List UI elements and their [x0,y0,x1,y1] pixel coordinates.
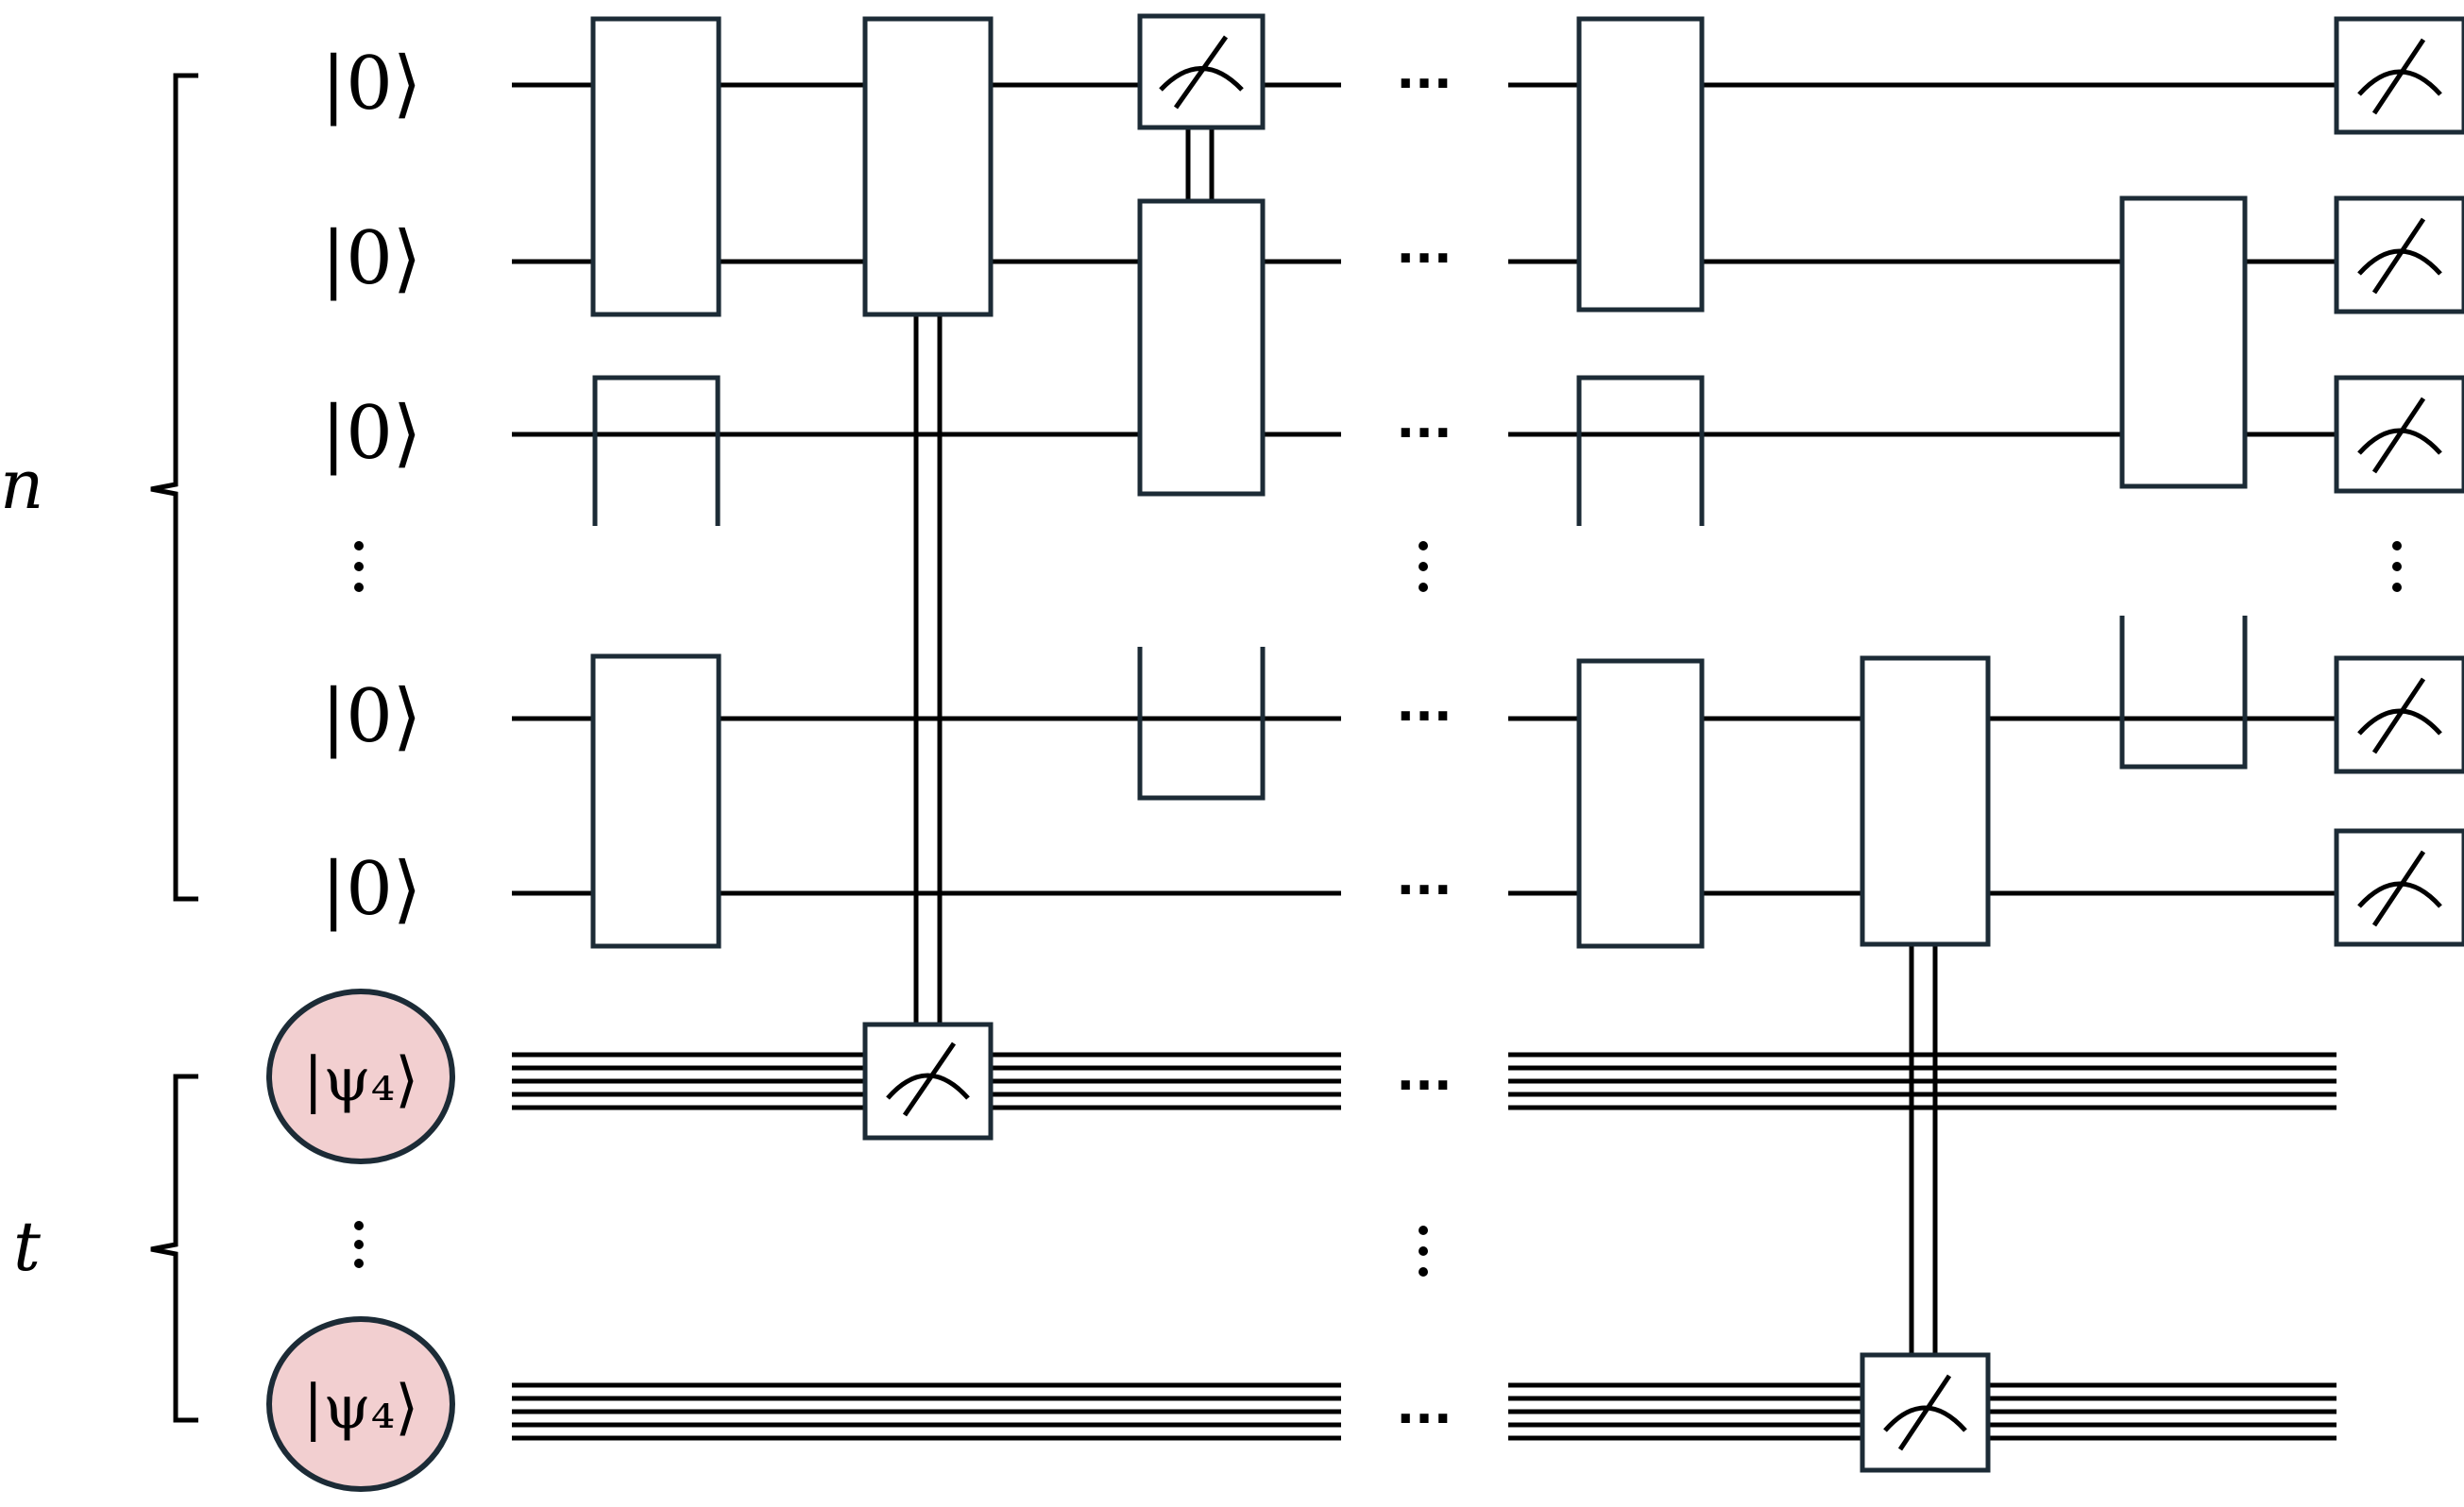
ellipsis-row-1: ··· [1396,56,1452,112]
vertical-ellipsis-mid-top [1419,541,1428,592]
ellipsis-row-6: ··· [1396,1058,1452,1114]
meter-icon [2357,217,2442,295]
classical-line-3 [1909,944,1938,1355]
ancilla-wires [512,82,2337,896]
meter-icon [2357,850,2442,927]
meter-final-row-2 [2334,195,2464,314]
ellipsis-row-4: ··· [1396,688,1452,745]
ancilla-label-5: |0⟩ [321,847,421,932]
ellipsis-row-5: ··· [1396,862,1452,919]
meter-icon [1883,1374,1967,1451]
meter-final-row-4 [2334,655,2464,774]
gate-two-qubit-top-4 [1576,16,1705,313]
register-t-label: t [13,1207,42,1286]
ancilla-label-2: |0⟩ [321,216,421,301]
ancilla-label-1: |0⟩ [321,42,421,127]
meter-final-row-3 [2334,375,2464,494]
meter-icon [2357,677,2442,754]
classical-line-1 [913,312,943,1024]
meter-resource-1 [862,1022,994,1141]
meter-icon [1159,35,1244,110]
resource-state-label: |ψ₄⟩ [303,1045,418,1115]
gate-two-qubit-top-2 [862,16,994,317]
register-n-brace [150,73,198,902]
resource-state-circle [266,1316,455,1492]
resource-state-1: |ψ₄⟩ [266,989,455,1164]
meter-icon [886,1041,970,1117]
meter-final-row-1 [2334,16,2464,135]
classical-control-lines [913,127,1938,1355]
resource-state-label: |ψ₄⟩ [303,1373,418,1443]
gate-two-qubit-col-6 [2119,195,2248,489]
gate-two-qubit-col-3 [1137,198,1266,497]
resource-state-2: |ψ₄⟩ [266,1316,455,1492]
vertical-ellipsis-left-bottom [354,1221,364,1268]
classical-line-2 [1185,127,1215,201]
meter-icon [2357,397,2442,474]
gate-two-qubit-bottom-1 [590,653,722,949]
gate-partial-open-bottom-4 [1576,375,1705,526]
ellipsis-row-3: ··· [1396,405,1452,462]
resource-state-circle [266,989,455,1164]
meter-icon [2357,38,2442,115]
vertical-ellipsis-right-top [2392,541,2402,592]
vertical-ellipsis-left-top [354,541,364,592]
register-t-brace [150,1074,198,1423]
gate-partial-open-top-col-3 [1137,647,1266,801]
gate-partial-open-top-col-6 [2119,616,2248,770]
vertical-ellipsis-mid-bottom [1419,1226,1428,1277]
ancilla-label-4: |0⟩ [321,674,421,759]
ellipsis-row-7: ··· [1396,1391,1452,1448]
gate-two-qubit-top-1 [590,16,722,317]
gate-two-qubit-bottom-4 [1576,658,1705,949]
meter-resource-2 [1860,1352,1991,1473]
gate-partial-open-bottom-1 [592,375,721,526]
register-n-label: n [0,445,43,524]
ancilla-label-3: |0⟩ [321,391,421,476]
meter-final-row-5 [2334,828,2464,947]
ellipsis-row-2: ··· [1396,230,1452,287]
gate-controlled-col-5 [1860,655,1991,947]
meter-row-1-col-3 [1137,13,1266,130]
